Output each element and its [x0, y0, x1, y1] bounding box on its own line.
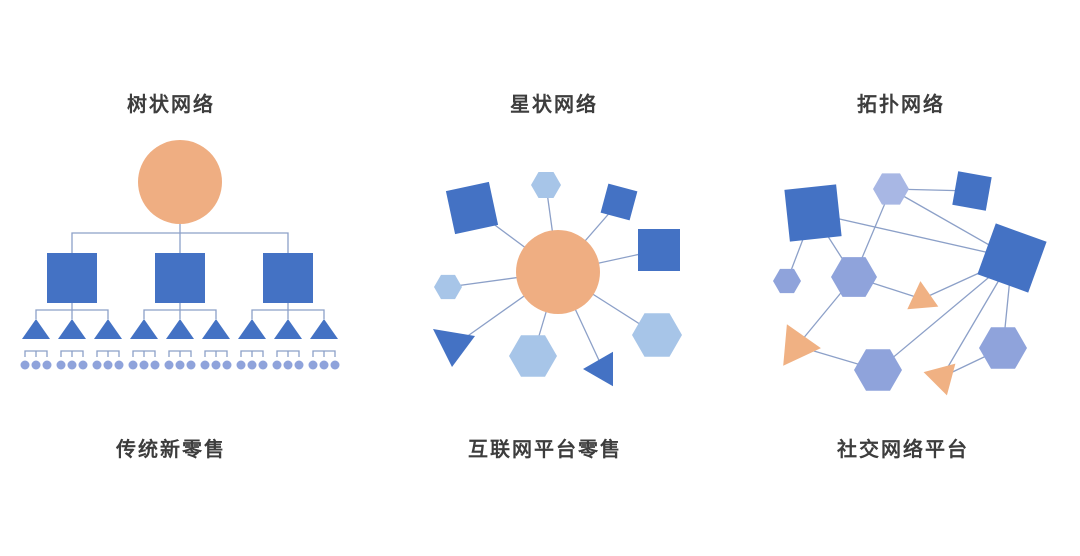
star-satellite-hexagon	[509, 335, 557, 377]
star-satellite-square	[600, 183, 638, 221]
tree-root-node	[138, 140, 222, 224]
tree-network-diagram	[20, 140, 340, 370]
tree-leaf-triangle	[202, 319, 230, 339]
tree-leaf-dot	[78, 360, 88, 370]
tree-leaf-dot	[42, 360, 52, 370]
topology-node-triangle	[907, 281, 939, 310]
tree-leaf-triangle	[166, 319, 194, 339]
tree-leaf-dot	[247, 360, 257, 370]
tree-branch-square	[263, 253, 313, 303]
tree-leaf-dot	[294, 360, 304, 370]
star-satellite-square	[638, 229, 680, 271]
topology-node-hexagon	[979, 327, 1027, 369]
tree-leaf-dot	[330, 360, 340, 370]
tree-leaf-dot	[186, 360, 196, 370]
tree-leaf-dot	[319, 360, 329, 370]
topology-network-diagram-connector	[812, 212, 1013, 259]
tree-leaf-triangle	[130, 319, 158, 339]
topology-node-hexagon	[854, 349, 902, 391]
topology-node-hexagon	[873, 173, 909, 205]
tree-leaf-dot	[67, 360, 77, 370]
tree-leaf-dot	[92, 360, 102, 370]
star-satellite-triangle	[433, 329, 475, 367]
topology-node-square	[977, 223, 1047, 293]
tree-leaf-triangle	[94, 319, 122, 339]
tree-leaf-triangle	[274, 319, 302, 339]
topology-network-diagram	[773, 171, 1047, 396]
tree-network-diagram-bracket	[71, 232, 289, 253]
tree-leaf-dot	[258, 360, 268, 370]
tree-leaf-triangle	[238, 319, 266, 339]
star-satellite-hexagon	[531, 172, 561, 198]
tree-leaf-dot	[175, 360, 185, 370]
tree-leaf-dot	[164, 360, 174, 370]
tree-branch-square	[155, 253, 205, 303]
tree-network-title: 树状网络	[127, 94, 215, 116]
star-network-caption: 互联网平台零售	[468, 439, 622, 461]
tree-network-diagram-bracket	[143, 309, 217, 319]
tree-leaf-dot	[20, 360, 30, 370]
tree-network-diagram-bracket	[276, 350, 300, 357]
topology-node-triangle	[783, 324, 821, 366]
topology-node-square	[952, 171, 992, 211]
tree-leaf-dot	[211, 360, 221, 370]
tree-leaf-triangle	[22, 319, 50, 339]
tree-leaf-dot	[103, 360, 113, 370]
tree-leaf-triangle	[310, 319, 338, 339]
tree-leaf-dot	[200, 360, 210, 370]
tree-network-diagram-bracket	[132, 350, 156, 357]
topology-node-triangle	[923, 363, 956, 396]
star-satellite-triangle	[583, 351, 613, 387]
tree-leaf-dot	[31, 360, 41, 370]
star-satellite-hexagon	[434, 274, 462, 300]
tree-network-diagram-bracket	[35, 309, 109, 319]
tree-network-diagram-bracket	[204, 350, 228, 357]
tree-leaf-dot	[139, 360, 149, 370]
tree-leaf-triangle	[58, 319, 86, 339]
star-satellite-square	[445, 181, 499, 235]
star-network-diagram	[433, 172, 682, 387]
tree-leaf-dot	[222, 360, 232, 370]
tree-leaf-dot	[236, 360, 246, 370]
topology-node-square	[784, 184, 842, 242]
star-network-title: 星状网络	[510, 94, 598, 116]
tree-leaf-dot	[272, 360, 282, 370]
tree-network-diagram-bracket	[251, 309, 325, 319]
tree-leaf-dot	[308, 360, 318, 370]
topology-node-hexagon	[773, 268, 801, 294]
tree-network-diagram-bracket	[312, 350, 336, 357]
tree-leaf-dot	[150, 360, 160, 370]
star-satellite-hexagon	[632, 313, 682, 357]
tree-network-diagram-bracket	[240, 350, 264, 357]
topology-network-caption: 社交网络平台	[837, 439, 969, 461]
tree-network-diagram-bracket	[24, 350, 48, 357]
tree-branch-square	[47, 253, 97, 303]
tree-leaf-dot	[56, 360, 66, 370]
star-hub-node	[516, 230, 600, 314]
tree-leaf-dot	[128, 360, 138, 370]
tree-network-caption: 传统新零售	[116, 439, 226, 461]
tree-leaf-dot	[114, 360, 124, 370]
tree-leaf-dot	[283, 360, 293, 370]
topology-network-title: 拓扑网络	[857, 94, 945, 116]
tree-network-diagram-bracket	[60, 350, 84, 357]
topology-node-hexagon	[831, 257, 877, 297]
tree-network-diagram-bracket	[96, 350, 120, 357]
tree-network-diagram-bracket	[168, 350, 192, 357]
